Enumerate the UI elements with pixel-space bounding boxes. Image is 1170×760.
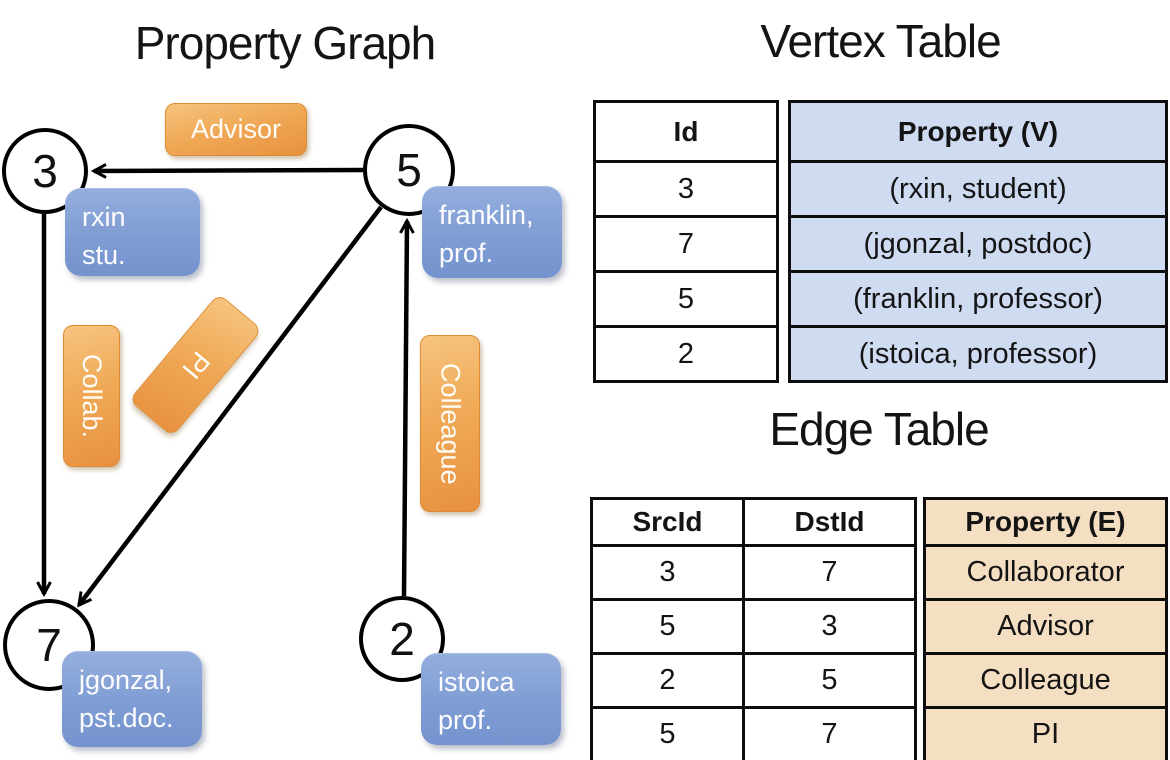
vertex-table-property-cell: (istoica, professor) [791, 325, 1165, 380]
vertex-table-property-header: Property (V) [791, 103, 1165, 160]
edge-table-srcid-cell: 5 [593, 598, 742, 652]
vertex-table-property-cell: (franklin, professor) [791, 270, 1165, 325]
vertex-table-title: Vertex Table [760, 15, 1001, 67]
edge-table-title: Edge Table [769, 403, 989, 455]
edge-table-srcid-cell: 2 [593, 652, 742, 706]
vertex-table-property-cell: (jgonzal, postdoc) [791, 215, 1165, 270]
node-5-id: 5 [396, 144, 422, 196]
property-graph-title: Property Graph [134, 17, 436, 69]
edge-label-collab: Collab. [63, 325, 120, 467]
edge-table-srcid-column: SrcId 3 5 2 5 [593, 500, 745, 760]
edge-label-colleague: Colleague [420, 335, 480, 512]
edge-table-property-cell: Colleague [926, 652, 1165, 706]
vertex-table-property-column: Property (V) (rxin, student) (jgonzal, p… [788, 100, 1168, 383]
node-7-id: 7 [36, 619, 62, 671]
vertex-callout-line: prof. [438, 705, 493, 736]
edge-table-property-header: Property (E) [926, 500, 1165, 544]
edge-table-property-cell: Advisor [926, 598, 1165, 652]
vertex-callout-line: stu. [82, 240, 126, 271]
vertex-callout-istoica: istoica prof. [421, 653, 561, 745]
edge-table-property-cell: PI [926, 706, 1165, 760]
edge-colleague-2-to-5 [404, 221, 407, 597]
edge-table-id-columns: SrcId 3 5 2 5 DstId 7 3 5 7 [590, 497, 917, 760]
vertex-table-property-cell: (rxin, student) [791, 160, 1165, 215]
edge-table-srcid-header: SrcId [632, 506, 703, 537]
edge-table-dstid-cell: 3 [745, 598, 914, 652]
vertex-callout-line: jgonzal, [79, 665, 173, 695]
graph-edges-layer [0, 0, 580, 760]
graph-node-2: 2 [359, 596, 445, 682]
edge-table-dstid-cell: 5 [745, 652, 914, 706]
node-2-id: 2 [389, 613, 415, 665]
edge-pi-5-to-7 [79, 205, 383, 605]
vertex-callout-line: prof. [439, 238, 494, 269]
vertex-table-id-cell: 7 [596, 215, 776, 270]
edge-table-dstid-cell: 7 [745, 544, 914, 598]
edge-table-srcid-cell: 5 [593, 706, 742, 760]
vertex-table-id-header: Id [673, 115, 699, 147]
vertex-callout-line: pst.doc. [79, 703, 174, 734]
vertex-table-id-cell: 3 [596, 160, 776, 215]
edge-label-advisor: Advisor [165, 103, 307, 156]
edge-table-dstid-cell: 7 [745, 706, 914, 760]
edge-table-dstid-column: DstId 7 3 5 7 [745, 500, 914, 760]
node-3-id: 3 [32, 145, 58, 197]
edge-advisor-5-to-3 [94, 170, 364, 171]
vertex-callout-rxin: rxin stu. [65, 188, 200, 276]
graph-node-5: 5 [363, 124, 455, 216]
vertex-callout-line: istoica [438, 667, 515, 697]
vertex-table-id-cell: 2 [596, 325, 776, 380]
edge-table-property-column: Property (E) Collaborator Advisor Collea… [923, 497, 1168, 760]
vertex-callout-jgonzal: jgonzal, pst.doc. [62, 651, 202, 747]
vertex-callout-franklin: franklin, prof. [422, 186, 562, 278]
vertex-table-id-cell: 5 [596, 270, 776, 325]
vertex-callout-line: franklin, [439, 200, 534, 230]
edge-table-dstid-header: DstId [794, 506, 865, 537]
edge-table-srcid-cell: 3 [593, 544, 742, 598]
vertex-table-id-column: Id 3 7 5 2 [593, 100, 779, 383]
edge-table-property-cell: Collaborator [926, 544, 1165, 598]
vertex-callout-line: rxin [82, 202, 126, 232]
